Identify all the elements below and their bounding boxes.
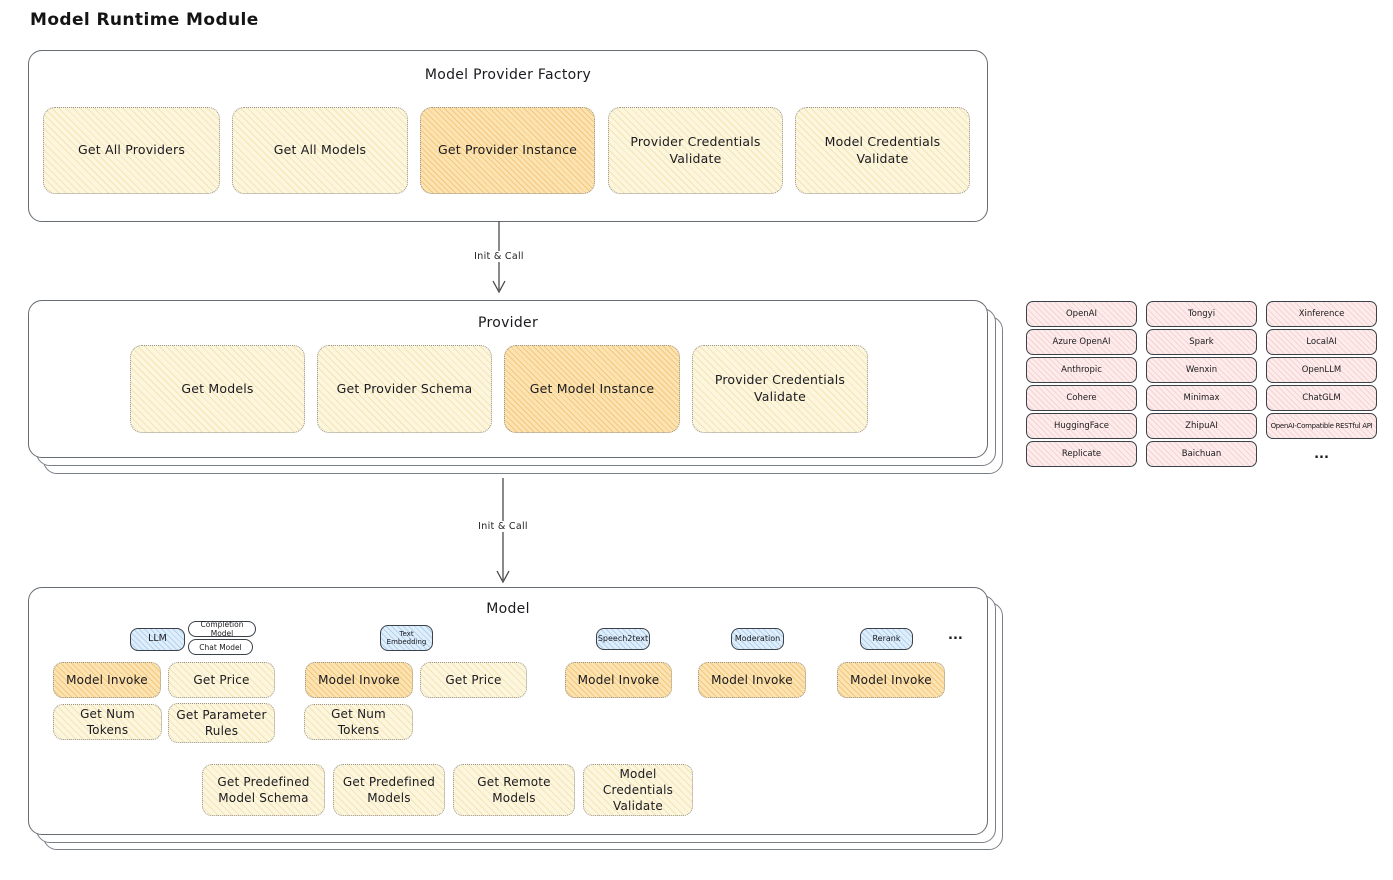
node-llm-model-invoke: Model Invoke [53,662,161,698]
provider-wenxin: Wenxin [1146,357,1257,383]
node-get-remote-models: Get Remote Models [453,764,575,816]
node-get-provider-schema: Get Provider Schema [317,345,492,433]
arrow-label-init-call-1: Init & Call [470,251,528,262]
provider-list-grid: OpenAI Tongyi Xinference Azure OpenAI Sp… [1026,301,1377,467]
provider-openai: OpenAI [1026,301,1137,327]
node-get-model-instance: Get Model Instance [504,345,680,433]
node-get-provider-instance: Get Provider Instance [420,107,595,194]
provider-replicate: Replicate [1026,441,1137,467]
provider-localai: LocalAI [1266,329,1377,355]
node-get-all-providers: Get All Providers [43,107,220,194]
node-provider-credentials-validate-2: Provider Credentials Validate [692,345,868,433]
tab-moderation: Moderation [731,628,784,650]
tab-text-embedding: Text Embedding [380,625,433,651]
node-te-model-invoke: Model Invoke [305,662,413,698]
tab-chat-model: Chat Model [188,639,253,655]
model-title: Model [486,601,530,617]
node-get-predefined-model-schema: Get Predefined Model Schema [202,764,325,816]
provider-title: Provider [477,315,539,331]
provider-minimax: Minimax [1146,385,1257,411]
node-te-get-price: Get Price [420,662,527,698]
provider-chatglm: ChatGLM [1266,385,1377,411]
node-get-predefined-models: Get Predefined Models [333,764,445,816]
provider-openllm: OpenLLM [1266,357,1377,383]
tabs-more-ellipsis: ... [948,628,963,643]
factory-title: Model Provider Factory [424,67,592,83]
tab-completion-model: Completion Model [188,620,256,638]
node-get-models: Get Models [130,345,305,433]
node-get-all-models: Get All Models [232,107,408,194]
provider-cohere: Cohere [1026,385,1137,411]
node-llm-get-num-tokens: Get Num Tokens [53,704,162,740]
provider-baichuan: Baichuan [1146,441,1257,467]
provider-xinference: Xinference [1266,301,1377,327]
node-provider-credentials-validate: Provider Credentials Validate [608,107,783,194]
node-rerank-model-invoke: Model Invoke [837,662,945,698]
node-model-credentials-validate-2: Model Credentials Validate [583,764,693,816]
node-model-credentials-validate: Model Credentials Validate [795,107,970,194]
arrow-provider-to-model [496,478,510,584]
provider-spark: Spark [1146,329,1257,355]
provider-openai-compatible-restful-api: OpenAI-Compatible RESTful API [1266,413,1377,439]
tab-llm: LLM [130,628,185,651]
node-moderation-model-invoke: Model Invoke [698,662,806,698]
provider-huggingface: HuggingFace [1026,413,1137,439]
node-llm-get-parameter-rules: Get Parameter Rules [168,703,275,743]
provider-more-ellipsis: ... [1314,446,1329,462]
tab-speech2text: Speech2text [596,628,650,650]
provider-azure-openai: Azure OpenAI [1026,329,1137,355]
tab-rerank: Rerank [860,628,913,650]
provider-zhipuai: ZhipuAI [1146,413,1257,439]
provider-anthropic: Anthropic [1026,357,1137,383]
node-s2t-model-invoke: Model Invoke [565,662,672,698]
node-llm-get-price: Get Price [168,662,275,698]
arrow-label-init-call-2: Init & Call [474,521,532,532]
node-te-get-num-tokens: Get Num Tokens [304,704,413,740]
provider-tongyi: Tongyi [1146,301,1257,327]
page-title: Model Runtime Module [30,10,259,30]
